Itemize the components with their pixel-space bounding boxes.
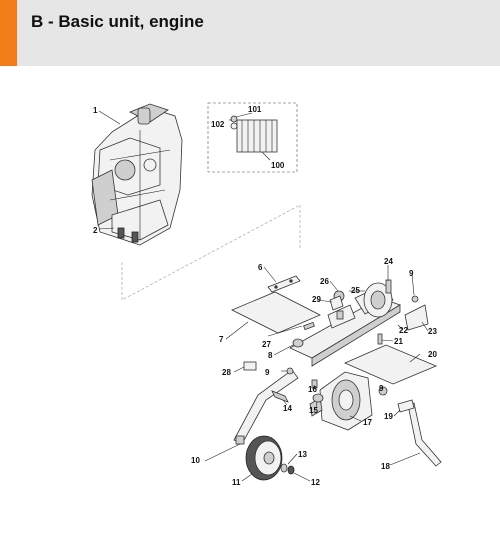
wheel-arm-10 [233,369,299,445]
callout-24: 24 [384,257,393,266]
callout-15: 15 [309,406,318,415]
callout-102: 102 [211,120,225,129]
callout-18: 18 [381,462,390,471]
callout-16: 16 [308,385,317,394]
wheel-11 [245,435,283,481]
callout-10: 10 [191,456,200,465]
callout-19: 19 [384,412,393,421]
callout-9-bottom: 9 [379,384,384,393]
bolt-27 [303,321,315,331]
nut-9c [378,386,388,396]
header-accent-bar [0,0,17,66]
callout-25: 25 [351,286,360,295]
gear-housing-17 [309,371,373,431]
handle-18 [407,402,442,467]
callout-14: 14 [283,404,292,413]
callout-28: 28 [222,368,231,377]
callout-9-left: 9 [265,368,270,377]
bushing-8 [292,338,304,348]
callout-8: 8 [268,351,273,360]
callout-6: 6 [258,263,263,272]
callout-1: 1 [93,106,98,115]
callout-11: 11 [232,478,241,487]
callout-100: 100 [271,161,285,170]
callout-7: 7 [219,335,224,344]
callout-29: 29 [312,295,321,304]
clip-19 [397,399,415,413]
plate-20 [344,344,438,385]
washer-15 [312,393,324,403]
callout-27: 27 [262,340,271,349]
pin-14 [271,390,289,403]
nut-9b [286,367,294,375]
nut-12 [287,465,295,475]
callout-2: 2 [93,226,98,235]
label-28 [243,361,257,371]
callout-17: 17 [363,418,372,427]
air-filter-inset [207,102,298,173]
callout-labels: 1 2 6 7 8 9 9 9 10 11 12 13 14 15 16 17 … [93,105,437,487]
page-title: B - Basic unit, engine [31,12,204,31]
washer-13 [280,463,288,473]
engine-illustration [91,103,183,246]
hardware-parts [243,279,419,475]
bolt-21 [377,333,383,345]
assembly-guide-lines [121,204,301,301]
leader-lines [98,110,429,482]
bracket-23 [404,304,429,331]
mounting-plate-6 [267,275,301,293]
callout-12: 12 [311,478,320,487]
callout-23: 23 [428,327,437,336]
bolt-24 [385,279,392,294]
callout-20: 20 [428,350,437,359]
nut-9a [411,295,419,303]
callout-21: 21 [394,337,403,346]
chassis-frame [289,282,401,367]
callout-13: 13 [298,450,307,459]
page-header [0,0,500,66]
clip-29 [329,295,344,311]
callout-101: 101 [248,105,262,114]
cover-plate-7 [231,291,321,334]
callout-22: 22 [399,326,408,335]
callout-9-top: 9 [409,269,414,278]
callout-26: 26 [320,277,329,286]
